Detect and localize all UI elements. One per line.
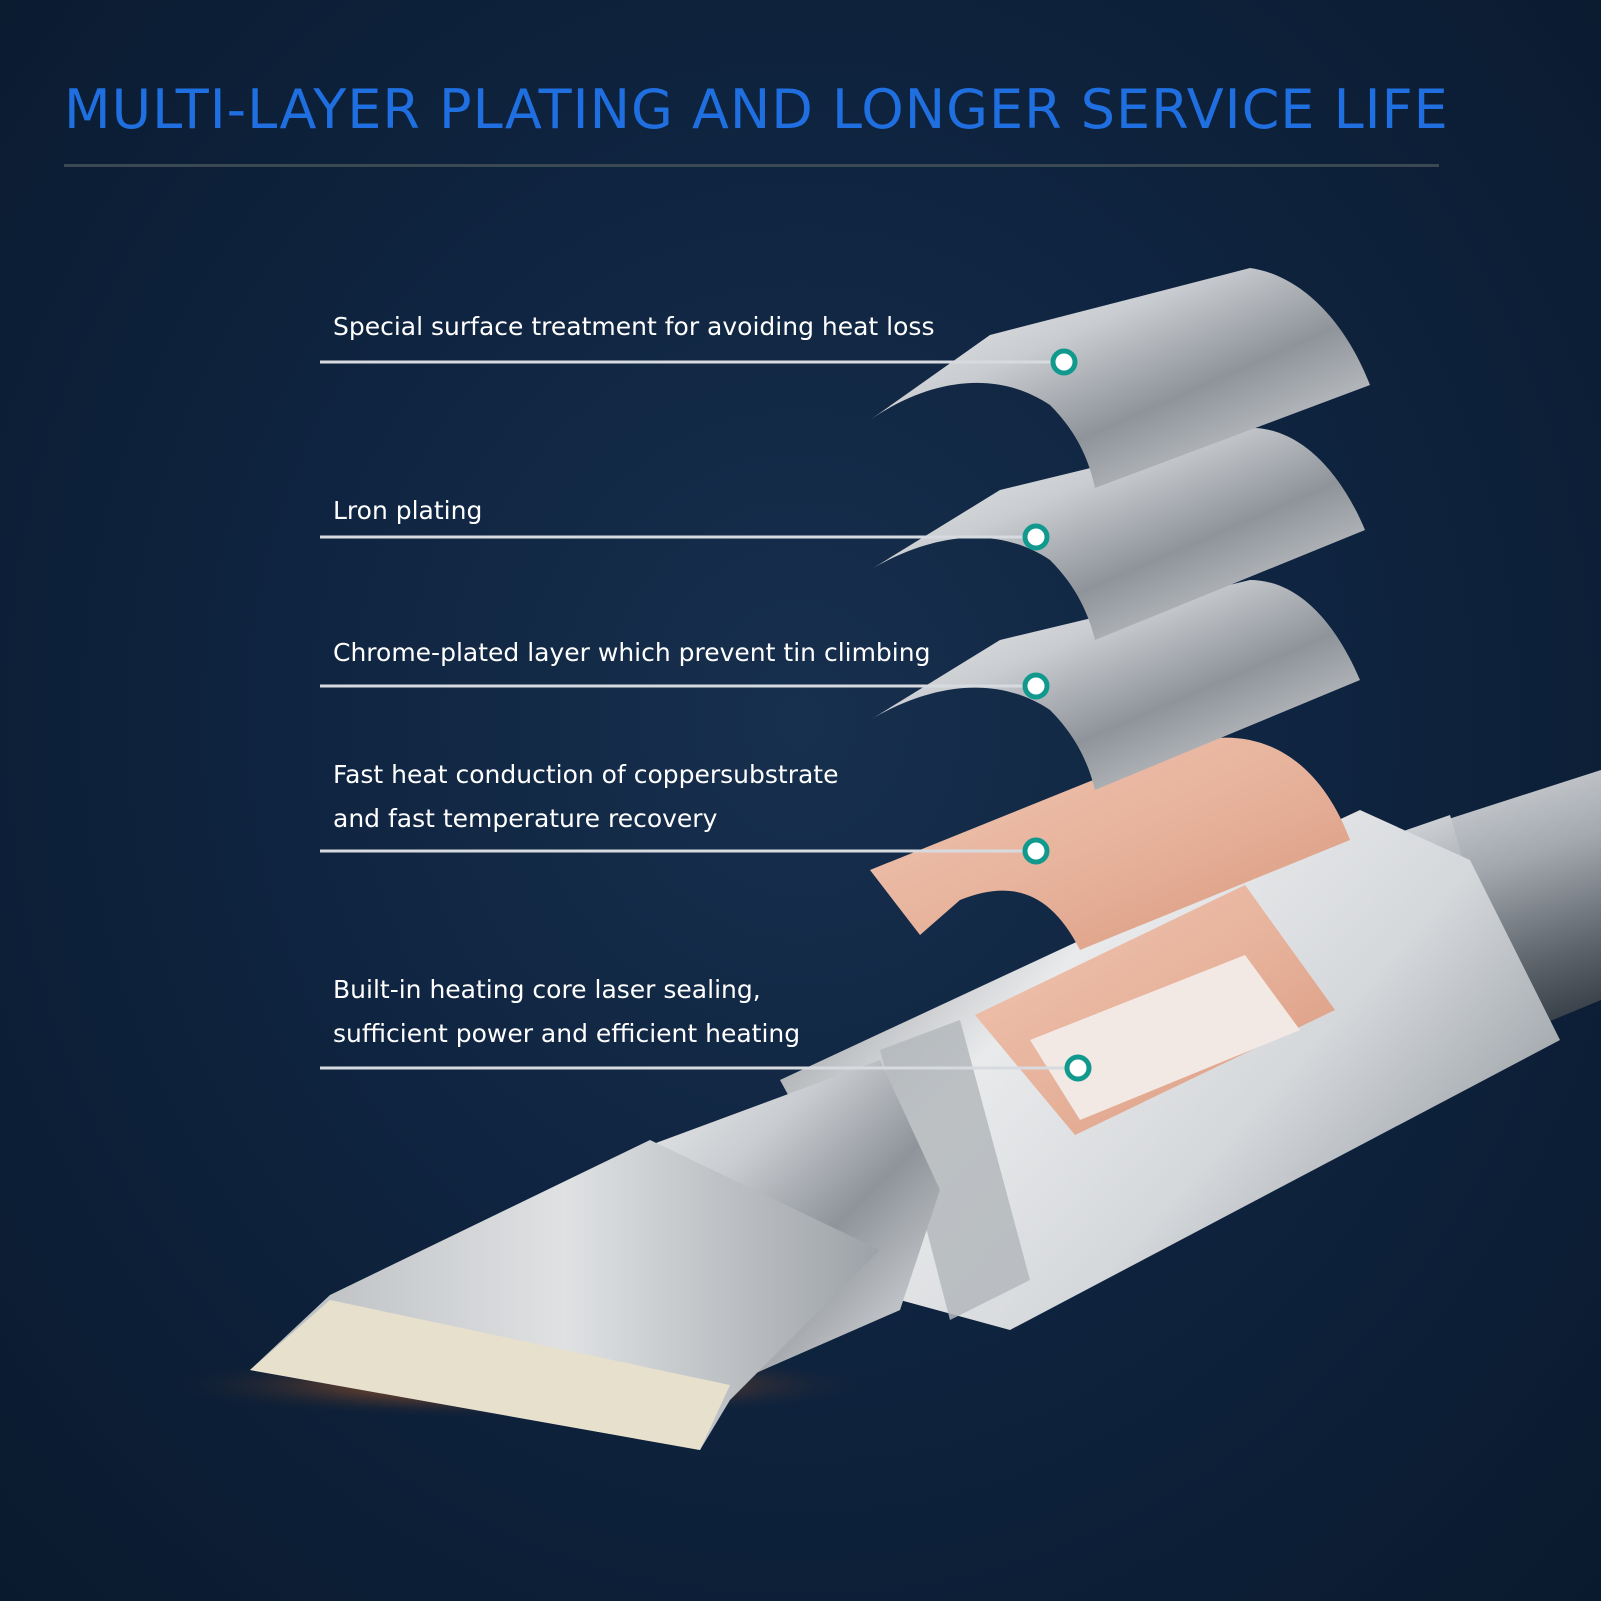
callout-line: sufficient power and efficient heating <box>333 1019 801 1048</box>
tip-rod <box>250 770 1601 1450</box>
callout-line: Fast heat conduction of coppersubstrate <box>333 760 839 789</box>
marker-dot <box>1022 523 1050 551</box>
callout-chrome-layer: Chrome-plated layer which prevent tin cl… <box>333 631 930 675</box>
iron-layer <box>870 428 1365 640</box>
callout-line: Lron plating <box>333 496 483 525</box>
copper-layer <box>870 737 1350 950</box>
surface-layer <box>870 268 1370 488</box>
page-title: MULTI-LAYER PLATING AND LONGER SERVICE L… <box>64 78 1449 141</box>
marker-dot <box>1022 672 1050 700</box>
marker-dot <box>1064 1054 1092 1082</box>
leader-lines <box>320 360 1078 1070</box>
callout-heating-core: Built-in heating core laser sealing, suf… <box>333 968 800 1056</box>
callout-line: Special surface treatment for avoiding h… <box>333 312 935 341</box>
chrome-layer <box>870 580 1360 790</box>
title-divider <box>64 164 1439 167</box>
marker-dot <box>1050 348 1078 376</box>
callout-copper-substrate: Fast heat conduction of coppersubstrate … <box>333 753 838 841</box>
marker-dot <box>1022 837 1050 865</box>
callout-iron-plating: Lron plating <box>333 489 482 533</box>
markers <box>1022 348 1092 1082</box>
callout-line: and fast temperature recovery <box>333 804 718 833</box>
callout-line: Chrome-plated layer which prevent tin cl… <box>333 638 931 667</box>
callout-surface-treatment: Special surface treatment for avoiding h… <box>333 305 934 349</box>
callout-line: Built-in heating core laser sealing, <box>333 975 761 1004</box>
